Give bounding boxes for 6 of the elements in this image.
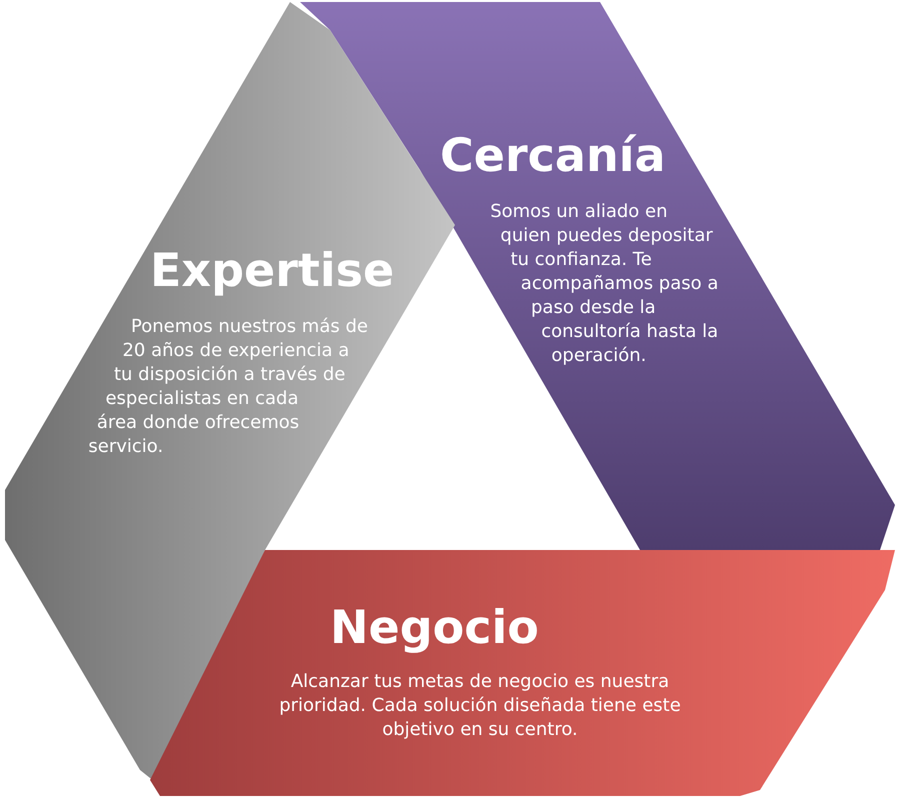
band-text: Alcanzar tus metas de negocio es nuestra prioridad. Cada solución diseñada tiene este objetivo en su centro. [278,670,682,742]
band-text: Ponemos nuestros más de 20 años de experiencia a tu disposición a través de especialistas en cada área donde ofrecemos servicio. [87,315,369,459]
band-heading: Expertise [150,243,394,297]
band-heading: Cercanía [440,128,666,182]
band-heading: Negocio [330,600,539,654]
band-text: Somos un aliado en quien puedes depositar tu confianza. Te acompañamos paso a paso desde la consultoría hasta la operación. [489,200,720,368]
